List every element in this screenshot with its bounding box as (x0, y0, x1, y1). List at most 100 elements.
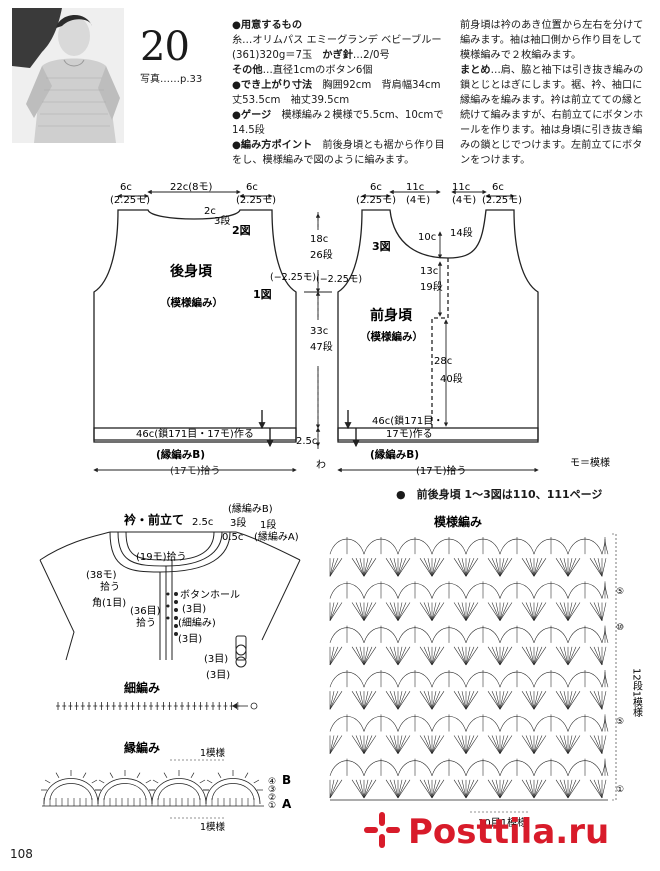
collar-corner: 角(1目) (92, 597, 126, 609)
pattern-number: 20 (140, 24, 190, 70)
arm-depth: 18c (310, 234, 328, 245)
back-shoulder-l2: (2.25モ) (110, 195, 150, 206)
materials-other: その他…直径1cmのボタン6個 (232, 65, 373, 76)
collar-w2: 0.5c (222, 532, 243, 543)
saihami-chart (56, 702, 258, 710)
instructions-p2: まとめ…肩、脇と袖下は引き抜き編みの鎖とじとはぎにします。裾、衿、袖口に縁編みを… (460, 65, 644, 166)
model-photo (12, 8, 124, 143)
placket-2-rows: 40段 (440, 372, 463, 385)
front-body-pattern: （模様編み） (360, 330, 423, 343)
collar-pick36b: 拾う (136, 616, 156, 629)
front-cast-on-2: 17モ)作る (386, 428, 433, 440)
instructions-block: 前身頃は衿のあき位置から左右を分けて編みます。袖は袖口側から作り目をして模様編み… (460, 18, 650, 168)
fuchi-row2: ② (268, 793, 276, 803)
back-cast-on: 46c(鎖171目・17モ)作る (136, 427, 254, 440)
back-shoulder-l: 6c (120, 182, 132, 193)
fuchi-unit-top: 1模様 (200, 747, 226, 759)
fuchi-label-b: B (282, 773, 291, 787)
moyou-r10: ⑩ (616, 623, 624, 633)
back-pickup: (17モ)拾う (170, 464, 221, 477)
front-fig3: 3図 (372, 239, 391, 253)
fuchi-chart (41, 759, 264, 819)
front-shoulder-r: 6c (492, 182, 504, 193)
front-arm-side: (−2.25モ) (316, 274, 362, 285)
arm-rows: 26段 (310, 248, 333, 261)
legend-mo: モ＝模様 (570, 456, 610, 469)
photo-reference: 写真……p.33 (140, 74, 203, 85)
collar-rows3c: (3目) (204, 654, 228, 665)
front-neck-width: 10c (418, 232, 436, 243)
fuchi-row1: ① (268, 801, 276, 811)
front-body-outline (337, 209, 539, 443)
back-neck-depth: 2c (204, 206, 216, 217)
collar-rows3d: (3目) (206, 670, 230, 681)
back-body-title: 後身頃 (170, 263, 213, 280)
front-shoulder-r2: (2.25モ) (482, 195, 522, 206)
back-body-outline (93, 209, 297, 443)
reference-note: ● 前後身頃 1～3図は110、111ページ (396, 488, 603, 501)
collar-w1-rows: 3段 (230, 516, 246, 529)
collar-fine: (細編み) (178, 616, 216, 629)
hem-height: 2.5c (296, 436, 317, 447)
materials-heading: ●用意するもの (232, 20, 303, 31)
materials-block: ●用意するもの 糸…オリムパス エミーグランデ ベビーブルー(361)320g＝… (232, 18, 451, 168)
fuchi-label-a: A (282, 797, 292, 811)
front-edging: (縁編みB) (370, 448, 419, 461)
back-neck-top: 22c(8モ) (170, 182, 212, 193)
back-fig2: 2図 (232, 223, 251, 237)
front-pickup: (17モ)拾う (416, 464, 467, 477)
hem-sub: わ (316, 459, 326, 471)
front-neck-rows: 14段 (450, 226, 473, 239)
collar-pick36: (36目) (130, 606, 161, 617)
saihami-title: 細編み (124, 680, 160, 695)
back-fig1: 1図 (253, 287, 272, 301)
instructions-p1: 前身頃は衿のあき位置から左右を分けて編みます。袖は袖口側から作り目をして模様編み… (460, 20, 644, 61)
moyou-r5: ⑤ (616, 587, 624, 597)
page-number: 108 (10, 847, 33, 861)
finished-size: ●でき上がり寸法 胸囲92cm 背肩幅34cm 丈53.5cm 袖丈39.5cm (232, 80, 451, 106)
front-neck-1b: (4モ) (406, 195, 430, 206)
moyou-chart (329, 533, 617, 813)
fuchi-row4: ④ (268, 777, 276, 787)
moyou-r1: ① (616, 785, 624, 795)
fuchi-row3: ③ (268, 785, 276, 795)
collar-w2-rows: 1段 (260, 518, 276, 531)
collar-pick19: (19モ)拾う (136, 550, 187, 563)
collar-pick38: (38モ) (86, 570, 117, 581)
body-rows: 47段 (310, 340, 333, 353)
front-shoulder-l2: (2.25モ) (356, 195, 396, 206)
front-shoulder-l: 6c (370, 182, 382, 193)
front-neck-2: 11c (452, 182, 470, 193)
gauge: ●ゲージ 模様編み２模様で5.5cm、10cmで14.5段 (232, 110, 444, 136)
collar-buttonhole: ボタンホール (180, 589, 240, 601)
collar-rows3b: (3目) (178, 634, 202, 645)
collar-diagram (39, 531, 301, 661)
back-edging: (縁編みB) (156, 448, 205, 461)
fuchi-unit-bottom: 1模様 (200, 821, 226, 833)
back-neck-rows: 3段 (214, 214, 230, 227)
body-length: 33c (310, 326, 328, 337)
collar-rows3a: (3目) (182, 604, 206, 615)
back-body-pattern: （模様編み） (160, 296, 223, 309)
placket-1-rows: 19段 (420, 280, 443, 293)
collar-w1: 2.5c (192, 517, 213, 528)
back-shoulder-r: 6c (246, 182, 258, 193)
collar-pick38b: 拾う (100, 580, 120, 593)
placket-1: 13c (420, 266, 438, 277)
moyou-repeat: 12段1模様 (631, 668, 643, 717)
watermark: Posttila.ru (408, 812, 610, 852)
collar-edge-a: (縁編みA) (254, 530, 299, 543)
moyou-bottom: 10目1模様 (478, 816, 527, 829)
materials-yarn: 糸…オリムパス エミーグランデ ベビーブルー(361)320g＝7玉 かぎ針…2… (232, 35, 442, 61)
front-neck-1: 11c (406, 182, 424, 193)
fuchi-title: 縁編み (124, 740, 160, 755)
collar-title: 衿・前立て (124, 512, 184, 527)
collar-edge-b: (縁編みB) (228, 502, 273, 515)
front-body-title: 前身頃 (370, 307, 413, 324)
back-arm-side: (−2.25モ) (270, 272, 316, 283)
back-shoulder-r2: (2.25モ) (236, 195, 276, 206)
knitting-point: ●編み方ポイント 前後身頃とも裾から作り目をし、模様編みで図のように編みます。 (232, 140, 445, 166)
placket-2: 28c (434, 356, 452, 367)
watermark-logo-icon (364, 812, 400, 848)
